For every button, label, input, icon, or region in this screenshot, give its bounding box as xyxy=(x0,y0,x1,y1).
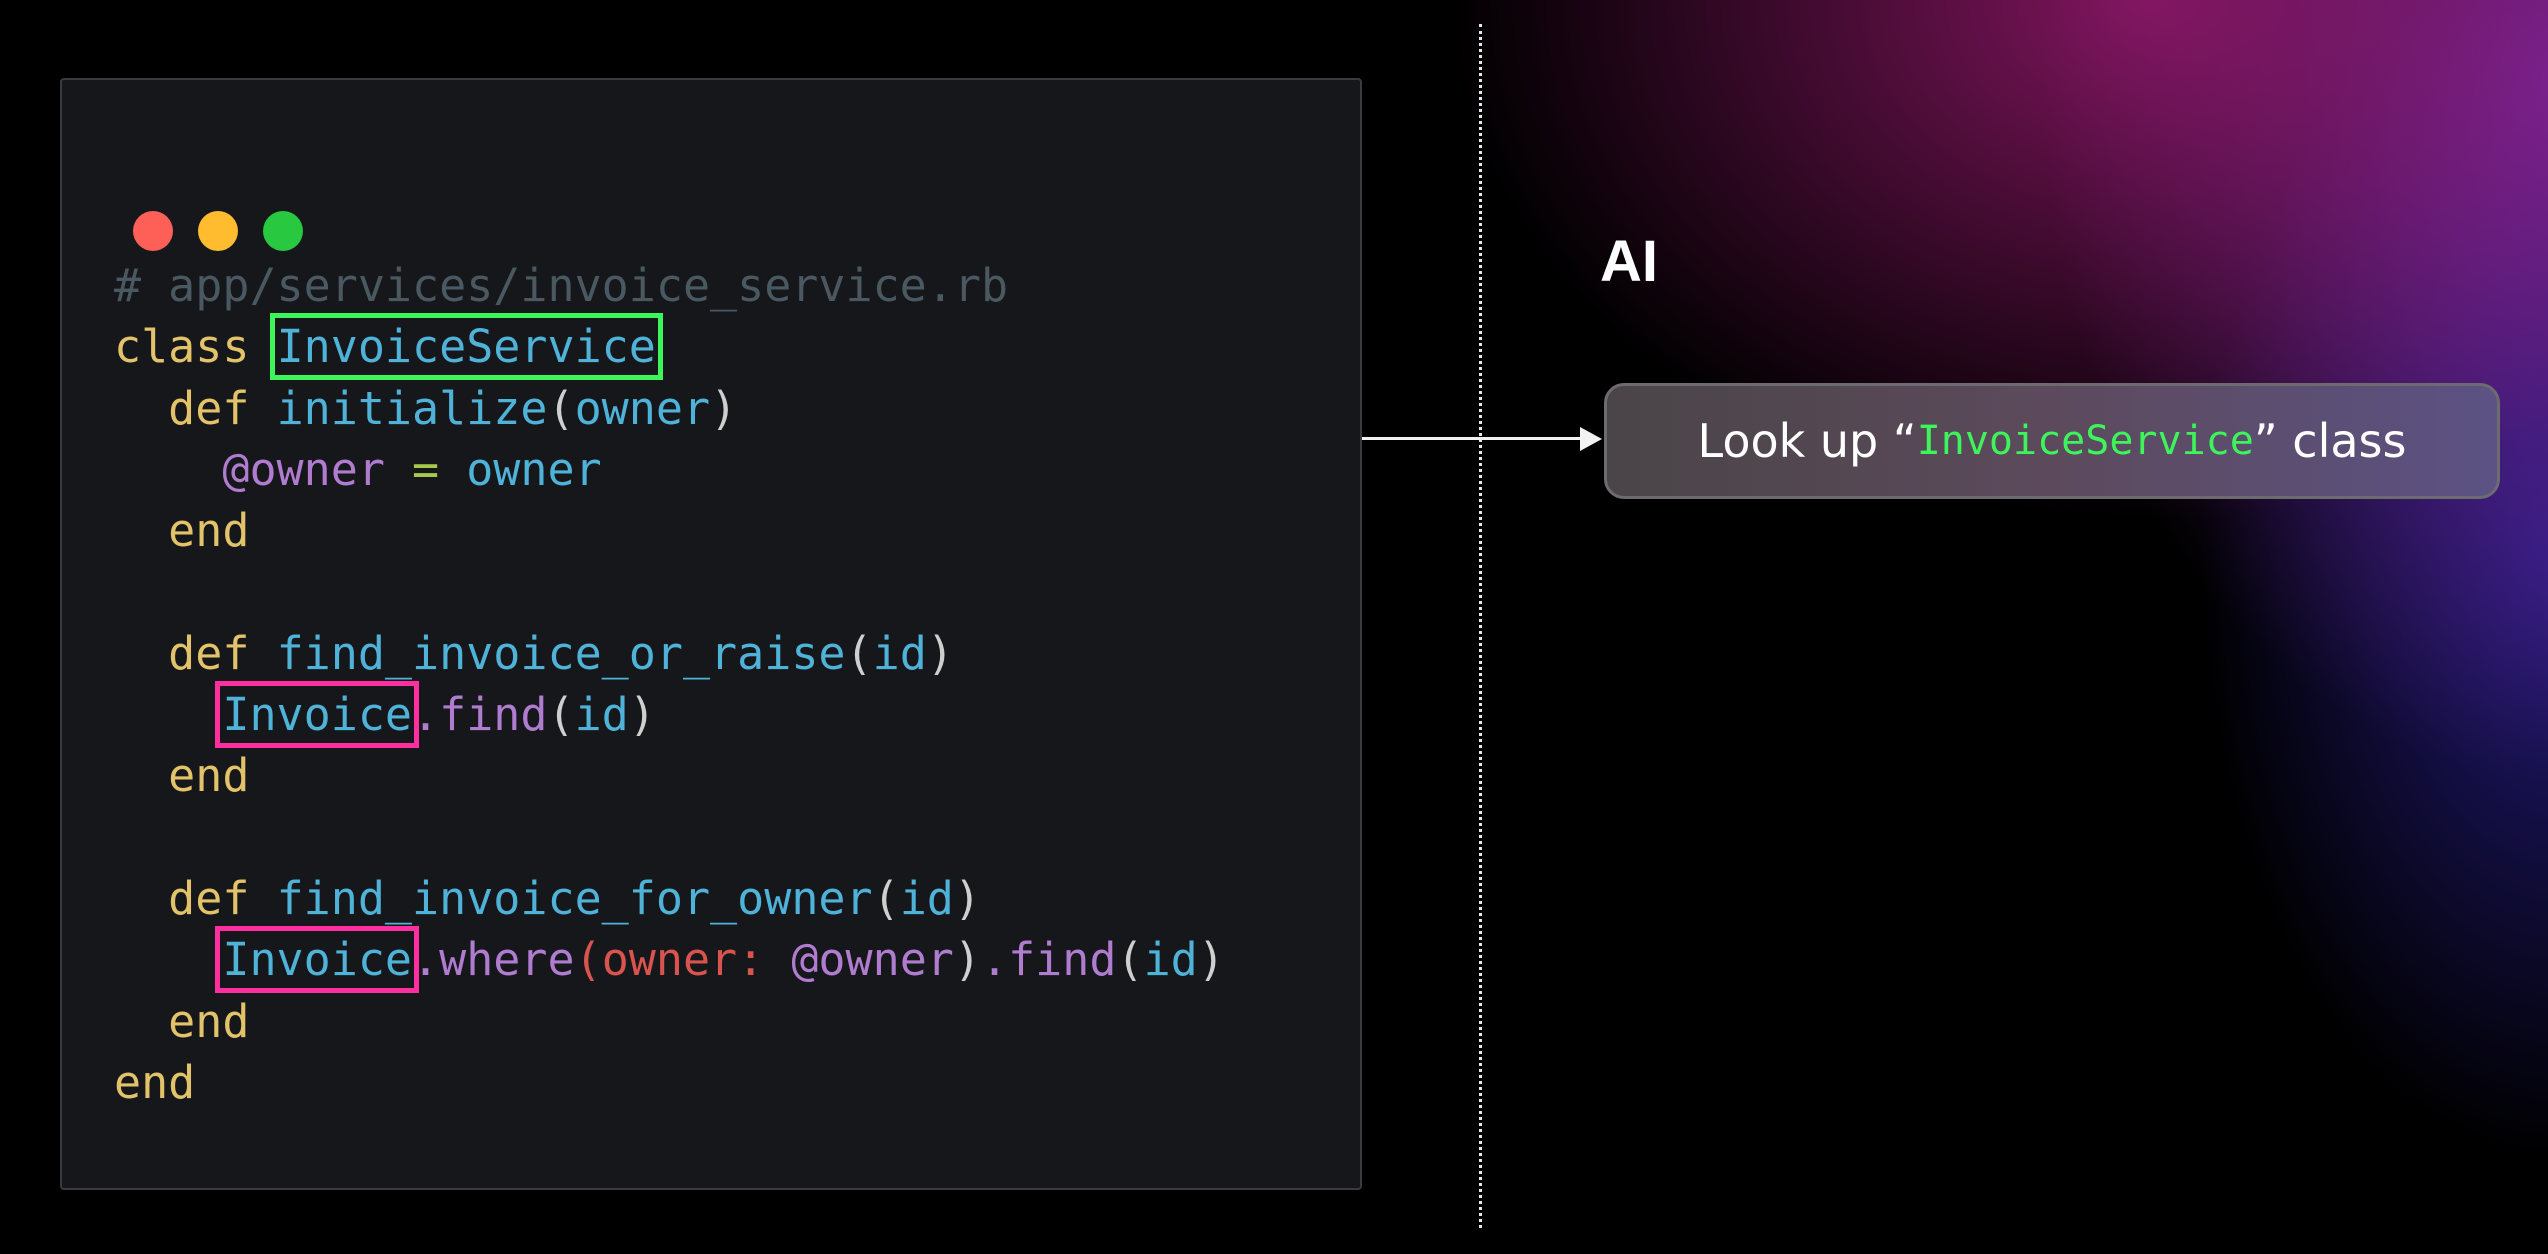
code-line: Invoice.find(id) xyxy=(114,681,1225,749)
code-token: .find xyxy=(981,933,1117,987)
code-token: ( xyxy=(845,626,873,680)
code-line: @owner = owner xyxy=(114,439,1225,500)
code-line: def initialize(owner) xyxy=(114,378,1225,439)
step-prefix: Look up “ xyxy=(1697,414,1917,468)
code-line xyxy=(114,807,1225,868)
code-token: ( xyxy=(1116,933,1144,987)
code-token: .find xyxy=(412,688,548,742)
code-line: Invoice.where(owner: @owner).find(id) xyxy=(114,926,1225,994)
ai-label: AI xyxy=(1600,229,1658,294)
code-token: id xyxy=(574,688,629,742)
code-token: owner: xyxy=(601,933,792,987)
close-dot-icon xyxy=(133,211,173,251)
step-suffix: ” class xyxy=(2253,414,2407,468)
code-token: def xyxy=(114,381,277,435)
code-token: end xyxy=(114,504,250,558)
code-token: find_invoice_or_raise xyxy=(276,626,846,680)
code-token: end xyxy=(114,1055,196,1109)
code-token: ) xyxy=(628,688,656,742)
code-token: ( xyxy=(574,933,602,987)
code-line: # app/services/invoice_service.rb xyxy=(114,255,1225,316)
step-class-name: InvoiceService xyxy=(1916,418,2254,464)
code-line: end xyxy=(114,500,1225,561)
code-line: def find_invoice_for_owner(id) xyxy=(114,868,1225,929)
code-line xyxy=(114,561,1225,622)
code-token: id xyxy=(1143,933,1198,987)
code-token: @owner xyxy=(791,933,954,987)
code-token: ) xyxy=(1197,933,1225,987)
code-window xyxy=(60,78,1362,1190)
code-token: @owner xyxy=(114,442,385,496)
code-token: ) xyxy=(710,381,738,435)
code-token: .where xyxy=(412,933,575,987)
code-token: owner xyxy=(574,381,711,435)
arrow-head-icon xyxy=(1580,427,1602,451)
code-token: ( xyxy=(872,871,900,925)
minimize-dot-icon xyxy=(198,211,238,251)
code-token: initialize xyxy=(276,381,548,435)
code-token: def xyxy=(114,626,277,680)
code-token: find_invoice_for_owner xyxy=(276,871,873,925)
code-token: ) xyxy=(926,626,954,680)
code-line: class InvoiceService xyxy=(114,313,1225,381)
code-token: def xyxy=(114,871,277,925)
code-line: end xyxy=(114,991,1225,1052)
code-token xyxy=(114,933,222,986)
code-token: end xyxy=(114,749,250,803)
code-token: owner xyxy=(466,442,602,496)
code-line: end xyxy=(114,1052,1225,1113)
code-token: end xyxy=(114,994,250,1048)
highlighted-token: InvoiceService xyxy=(269,313,663,381)
code-line: def find_invoice_or_raise(id) xyxy=(114,623,1225,684)
code-token: = xyxy=(384,442,467,496)
highlighted-token: Invoice xyxy=(215,926,420,994)
lookup-step-box: Look up “InvoiceService” class xyxy=(1604,383,2500,499)
dotted-divider xyxy=(1479,24,1482,1228)
code-line: end xyxy=(114,745,1225,806)
code-token xyxy=(114,688,222,741)
code-token: ) xyxy=(953,871,981,925)
code-token: id xyxy=(899,871,954,925)
code-token: id xyxy=(872,626,927,680)
highlighted-token: Invoice xyxy=(215,681,420,749)
arrow-line xyxy=(1362,437,1584,440)
maximize-dot-icon xyxy=(263,211,303,251)
code-token: class xyxy=(114,320,277,374)
code-token: ) xyxy=(953,933,981,987)
code-token: # app/services/invoice_service.rb xyxy=(114,259,1009,312)
code-token: ( xyxy=(547,688,575,742)
code-token: ( xyxy=(547,381,575,435)
